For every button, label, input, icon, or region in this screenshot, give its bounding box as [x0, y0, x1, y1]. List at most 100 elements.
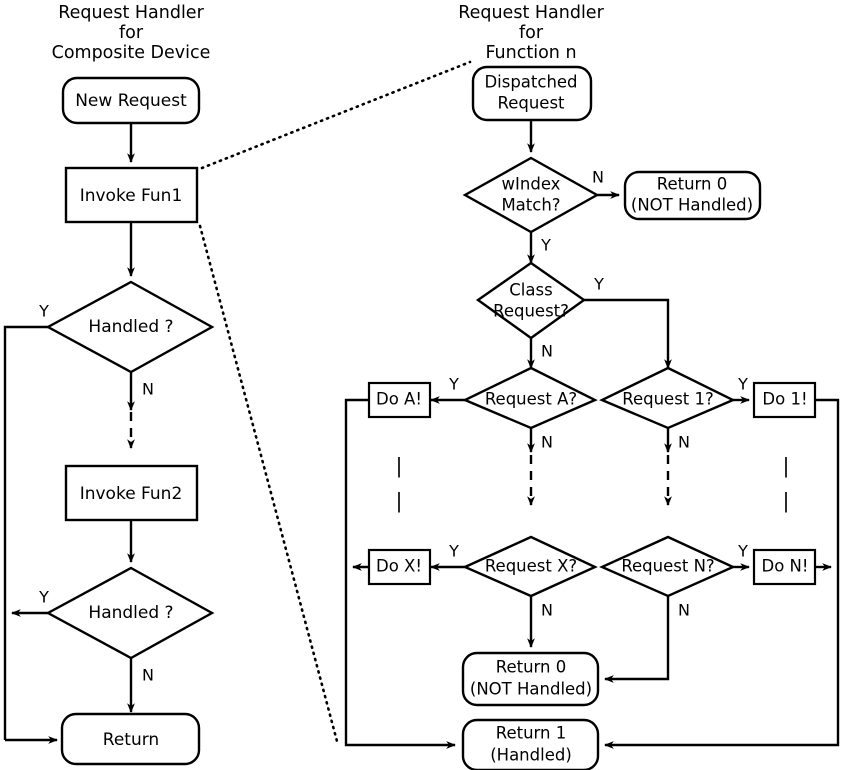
return-label: Return: [103, 730, 159, 750]
request-1-no-label: N: [678, 433, 690, 452]
handled-1-label: Handled ?: [88, 317, 173, 337]
request-1-shape[interactable]: [599, 366, 736, 430]
handled-2-label: Handled ?: [88, 603, 173, 623]
node-windex-match[interactable]: wIndex Match? N Y: [462, 156, 604, 255]
handled-2-yes-label: Y: [38, 588, 49, 607]
request-n-label: Request N?: [621, 557, 714, 576]
node-return0-top[interactable]: Return 0 (NOT Handled): [623, 170, 762, 221]
new-request-shape[interactable]: [61, 76, 201, 125]
invoke-fun2-shape[interactable]: [64, 464, 199, 522]
class-request-shape[interactable]: [475, 261, 587, 340]
right-panel-title: Request Handler for Function n: [458, 3, 604, 63]
do-x-shape[interactable]: [367, 548, 432, 586]
class-request-line1: Class: [509, 281, 552, 300]
node-request-a[interactable]: Request A? Y N: [448, 366, 598, 452]
node-do-n[interactable]: Do N!: [752, 548, 817, 586]
connector-upper-dotted: [200, 60, 472, 170]
request-x-shape[interactable]: [462, 535, 598, 598]
return0-top-shape[interactable]: [623, 170, 762, 221]
invoke-fun2-label: Invoke Fun2: [80, 484, 183, 504]
handled-2-shape[interactable]: [45, 566, 215, 660]
request-a-shape[interactable]: [462, 366, 598, 430]
return1-line1: Return 1: [496, 724, 567, 743]
edge-requestn-no-to-return0bottom: [603, 596, 670, 683]
expansion-connectors: [198, 60, 472, 747]
handled-1-shape[interactable]: [45, 280, 215, 374]
do-a-label: Do A!: [376, 390, 422, 409]
dispatched-request-line2: Request: [497, 94, 565, 113]
windex-yes-label: Y: [540, 236, 551, 255]
request-n-yes-label: Y: [737, 542, 748, 561]
request-n-no-label: N: [678, 601, 690, 620]
request-a-yes-label: Y: [448, 375, 459, 394]
request-a-no-label: N: [541, 433, 553, 452]
connector-lower-dotted: [198, 224, 340, 747]
left-title-line2: for: [119, 23, 144, 43]
right-title-line1: Request Handler: [458, 3, 604, 23]
do-a-shape[interactable]: [367, 381, 432, 419]
left-title-line1: Request Handler: [58, 3, 204, 23]
edge-left-success-bus: [344, 398, 457, 749]
edge-right-success-bus: [603, 398, 840, 749]
return0-bottom-line1: Return 0: [496, 658, 567, 677]
edge-class-yes-to-request1: [584, 298, 672, 370]
node-do-1[interactable]: Do 1!: [752, 381, 817, 419]
do-1-shape[interactable]: [752, 381, 817, 419]
node-class-request[interactable]: Class Request? Y N: [475, 261, 604, 361]
right-title-line2: for: [519, 23, 544, 43]
do-1-label: Do 1!: [762, 390, 807, 409]
dispatched-request-line1: Dispatched: [484, 73, 577, 92]
windex-no-label: N: [592, 168, 604, 187]
ellipsis-marks: | | | |: [396, 454, 790, 513]
node-new-request[interactable]: New Request: [61, 76, 201, 125]
node-request-x[interactable]: Request X? Y N: [448, 535, 598, 620]
right-ellipsis-mark-2: |: [783, 489, 790, 513]
dispatched-request-shape[interactable]: [471, 65, 593, 122]
handled-1-yes-label: Y: [38, 302, 49, 321]
node-return[interactable]: Return: [60, 712, 201, 766]
handled-2-no-label: N: [142, 666, 154, 685]
left-ellipsis-mark-2: |: [396, 489, 403, 513]
handled-1-no-label: N: [142, 380, 154, 399]
node-handled-2[interactable]: Handled ? Y N: [38, 566, 215, 685]
return0-bottom-shape[interactable]: [461, 651, 600, 707]
right-panel-edges: [344, 119, 840, 749]
node-request-1[interactable]: Request 1? Y N: [599, 366, 748, 452]
class-yes-label: Y: [593, 275, 604, 294]
right-title-line3: Function n: [485, 43, 576, 63]
node-dispatched-request[interactable]: Dispatched Request: [471, 65, 593, 122]
left-panel-edges: [3, 122, 135, 744]
node-request-n[interactable]: Request N? Y N: [599, 535, 748, 620]
node-return1[interactable]: Return 1 (Handled): [461, 718, 600, 770]
left-panel-title: Request Handler for Composite Device: [52, 3, 211, 63]
do-x-label: Do X!: [376, 557, 422, 576]
windex-match-shape[interactable]: [462, 156, 600, 234]
return0-top-line2: (NOT Handled): [631, 196, 753, 215]
class-request-line2: Request?: [493, 302, 569, 321]
return1-line2: (Handled): [490, 746, 572, 765]
request-n-shape[interactable]: [599, 535, 736, 598]
node-invoke-fun1[interactable]: Invoke Fun1: [64, 166, 199, 224]
new-request-label: New Request: [75, 91, 187, 111]
node-handled-1[interactable]: Handled ? Y N: [38, 280, 215, 399]
left-ellipsis-mark-1: |: [396, 454, 403, 478]
invoke-fun1-label: Invoke Fun1: [80, 186, 183, 206]
do-n-label: Do N!: [761, 557, 808, 576]
node-invoke-fun2[interactable]: Invoke Fun2: [64, 464, 199, 522]
windex-match-line2: Match?: [501, 196, 560, 215]
return-shape[interactable]: [60, 712, 201, 766]
return1-shape[interactable]: [461, 718, 600, 770]
class-no-label: N: [541, 342, 553, 361]
node-do-a[interactable]: Do A!: [367, 381, 432, 419]
request-1-label: Request 1?: [622, 390, 714, 409]
return0-top-line1: Return 0: [657, 175, 728, 194]
invoke-fun1-shape[interactable]: [64, 166, 199, 224]
node-return0-bottom[interactable]: Return 0 (NOT Handled): [461, 651, 600, 707]
request-x-label: Request X?: [485, 557, 577, 576]
request-a-label: Request A?: [485, 390, 577, 409]
node-do-x[interactable]: Do X!: [367, 548, 432, 586]
do-n-shape[interactable]: [752, 548, 817, 586]
return0-bottom-line2: (NOT Handled): [470, 680, 592, 699]
